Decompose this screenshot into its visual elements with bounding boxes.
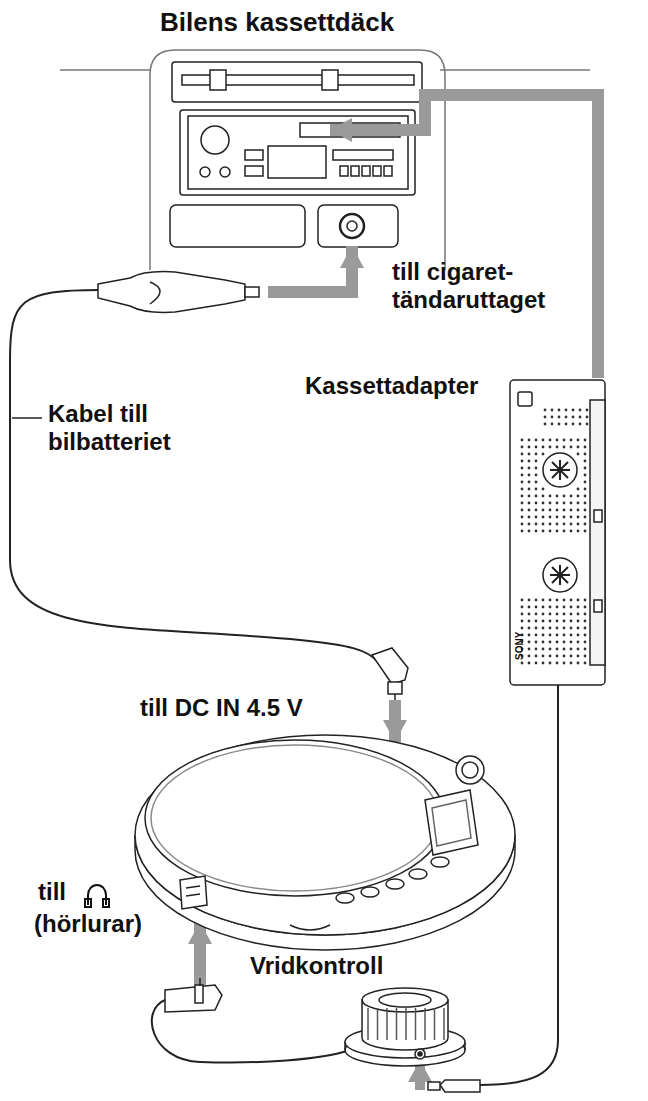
socket-arrow <box>268 246 352 292</box>
part-label: Bilens kassettdäck <box>160 8 490 38</box>
part-label: (hörlurar) <box>34 910 174 938</box>
dc-arrow <box>389 700 401 742</box>
car-dashboard <box>60 50 590 270</box>
part-label: till <box>38 878 86 906</box>
part-label: Kabel till bilbatteriet <box>48 400 213 455</box>
rotary-knob <box>345 988 465 1066</box>
cd-player <box>135 735 515 950</box>
brand-mark: SONY <box>514 620 526 660</box>
part-label: till DC IN 4.5 V <box>140 694 370 722</box>
cassette-adapter <box>428 380 605 1092</box>
leader-line <box>12 417 42 419</box>
part-label: till cigaret- tändaruttaget <box>392 258 582 313</box>
headphone-arrow <box>194 922 206 985</box>
car-plug <box>10 272 378 662</box>
headphone-icon <box>85 885 109 907</box>
dc-plug <box>372 648 408 700</box>
headphone-plug <box>152 978 350 1063</box>
adapter-arrow <box>330 95 598 378</box>
part-label: Kassettadapter <box>305 372 505 400</box>
part-label: Vridkontroll <box>250 952 450 980</box>
